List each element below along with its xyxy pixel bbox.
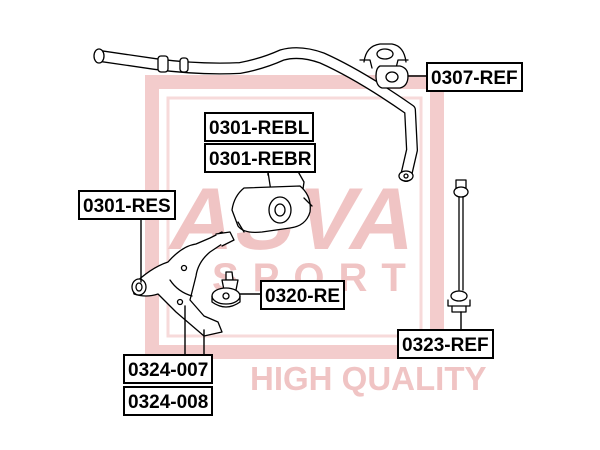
watermark-tagline: HIGH QUALITY	[250, 360, 487, 397]
label-0307-ref[interactable]: 0307-REF	[426, 62, 523, 92]
label-0320-re[interactable]: 0320-RE	[260, 280, 345, 310]
stabilizer-link	[447, 179, 471, 313]
label-0301-rebr[interactable]: 0301-REBR	[204, 143, 317, 173]
label-0301-rebl[interactable]: 0301-REBL	[204, 112, 315, 142]
ball-joint	[211, 271, 241, 308]
label-0323-ref[interactable]: 0323-REF	[397, 329, 494, 359]
label-0324-008[interactable]: 0324-008	[123, 386, 214, 416]
bushing-bracket	[359, 43, 409, 89]
engine-mount	[231, 167, 313, 234]
label-0324-007[interactable]: 0324-007	[123, 354, 214, 384]
stabilizer-bar	[93, 47, 418, 182]
lower-control-arm	[131, 231, 235, 337]
label-0301-res[interactable]: 0301-RES	[78, 190, 176, 220]
